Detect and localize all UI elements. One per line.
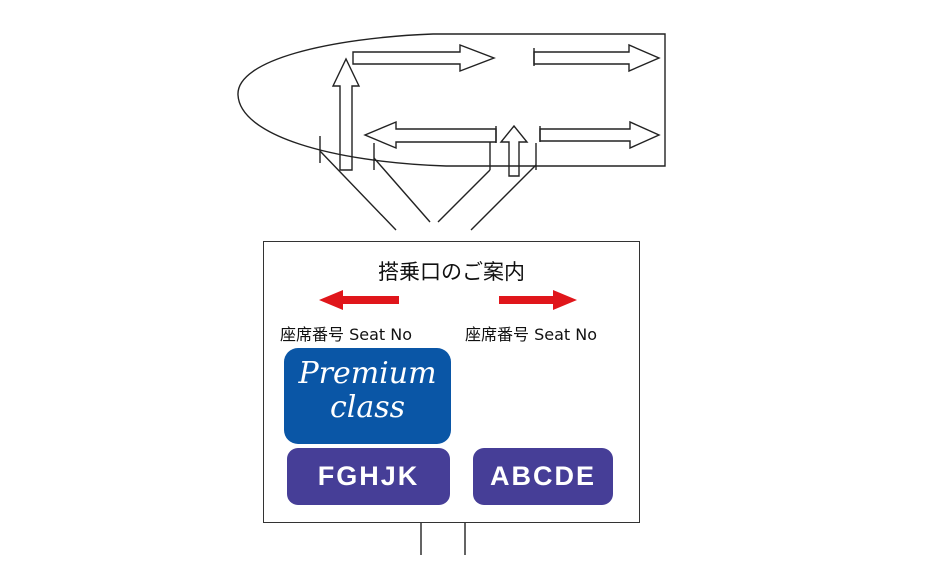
sign-title: 搭乗口のご案内 <box>378 260 525 284</box>
flow-arrow-right-upper-left <box>352 43 496 73</box>
premium-class-line2: class <box>329 390 406 425</box>
flow-arrow-left-lower-left <box>363 120 497 150</box>
seat-letters-left: FGHJK <box>287 448 450 505</box>
aircraft-fuselage-outline <box>237 33 666 167</box>
flow-arrow-right-upper-right <box>533 43 661 73</box>
flow-arrow-right-lower-right <box>539 120 661 150</box>
seat-no-label-right: 座席番号 Seat No <box>465 325 598 344</box>
boarding-gate-sign: 搭乗口のご案内 座席番号 Seat No 座席番号 Seat No Premiu… <box>263 241 640 523</box>
boarding-bridge-right <box>437 164 537 231</box>
premium-class-line1: Premium <box>298 356 437 391</box>
red-arrow-right-icon <box>499 290 577 310</box>
premium-class-badge: Premium class <box>284 348 451 444</box>
seat-no-label-left: 座席番号 Seat No <box>280 325 413 344</box>
red-arrow-left-icon <box>319 290 399 310</box>
seat-letters-right: ABCDE <box>473 448 613 505</box>
boarding-bridge-left <box>319 150 431 231</box>
flow-arrow-up-right-door <box>499 124 529 177</box>
flow-arrow-up-left-door <box>331 57 361 171</box>
